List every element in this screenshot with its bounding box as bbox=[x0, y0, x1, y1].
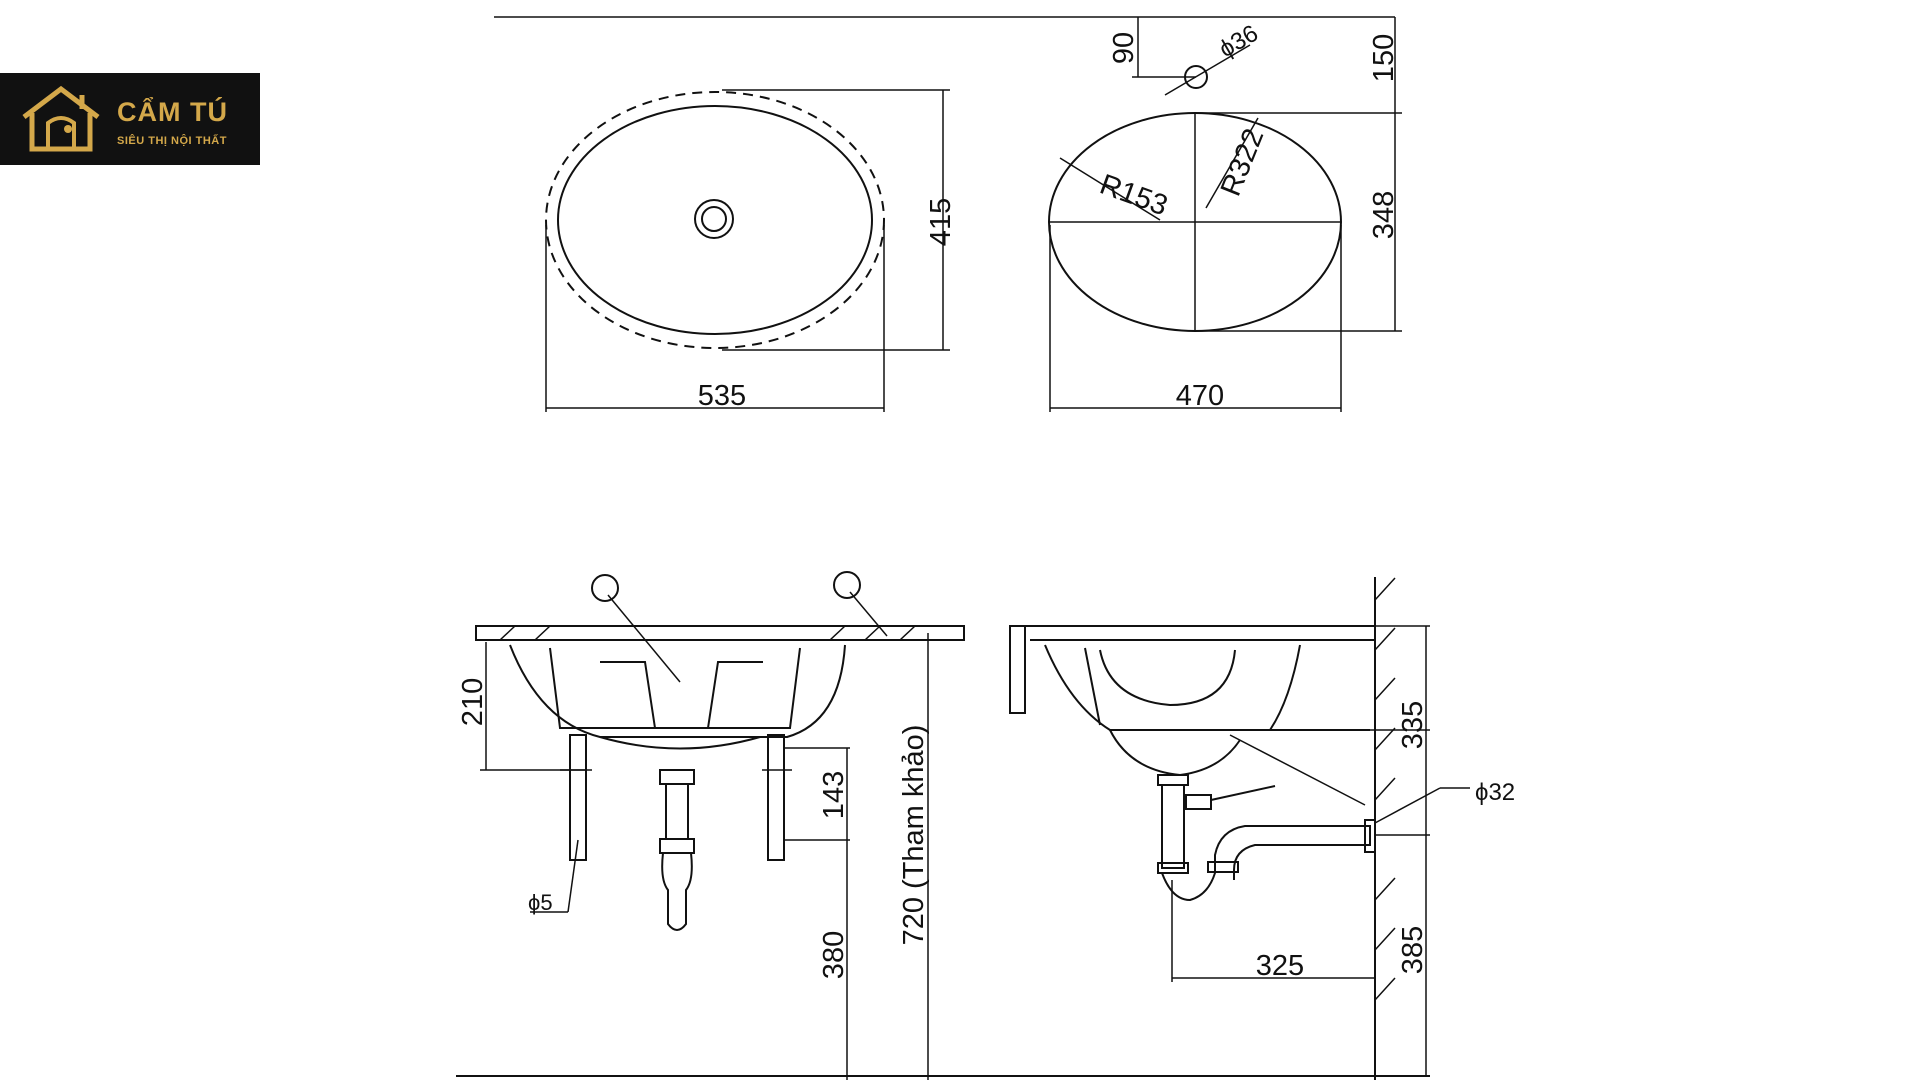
screw-label: ϕ5 bbox=[528, 890, 553, 915]
floor-height-label: 380 bbox=[818, 931, 850, 979]
side-depth-label: 335 bbox=[1397, 701, 1429, 749]
front-view: 210 143 380 720 (Tham khảo) ϕ5 bbox=[456, 571, 1430, 1080]
top-view: 415 535 bbox=[494, 16, 1395, 412]
front-depth-label: 210 bbox=[457, 678, 489, 726]
radius-large-label: R322 bbox=[1215, 124, 1271, 200]
bowl-width-label: 470 bbox=[1176, 380, 1224, 412]
house-logo-icon bbox=[22, 85, 100, 152]
brand-logo: CẨM TÚ SIÊU THỊ NỘI THẤT bbox=[0, 73, 260, 165]
trap-distance-label: 325 bbox=[1256, 950, 1304, 982]
top-view-width-label: 535 bbox=[698, 380, 746, 412]
radius-small-label: R153 bbox=[1096, 169, 1172, 223]
brand-tagline: SIÊU THỊ NỘI THẤT bbox=[117, 135, 227, 147]
pipe-diameter-label: ϕ32 bbox=[1475, 779, 1515, 806]
top-view-height-label: 415 bbox=[925, 198, 957, 246]
bowl-height-label: 348 bbox=[1368, 191, 1400, 239]
hole-offset-label: 90 bbox=[1108, 32, 1140, 64]
top-offset-label: 150 bbox=[1368, 34, 1400, 82]
total-height-label: 720 (Tham khảo) bbox=[898, 725, 930, 946]
hole-diameter-label: ϕ36 bbox=[1215, 20, 1263, 63]
outlet-height-label: 385 bbox=[1397, 926, 1429, 974]
bracket-label: 143 bbox=[818, 771, 850, 819]
side-view: 335 385 ϕ32 325 bbox=[1009, 577, 1515, 1080]
brand-name: CẨM TÚ bbox=[117, 97, 228, 127]
bowl-view: R153 R322 ϕ36 90 150 348 470 bbox=[1048, 17, 1402, 412]
